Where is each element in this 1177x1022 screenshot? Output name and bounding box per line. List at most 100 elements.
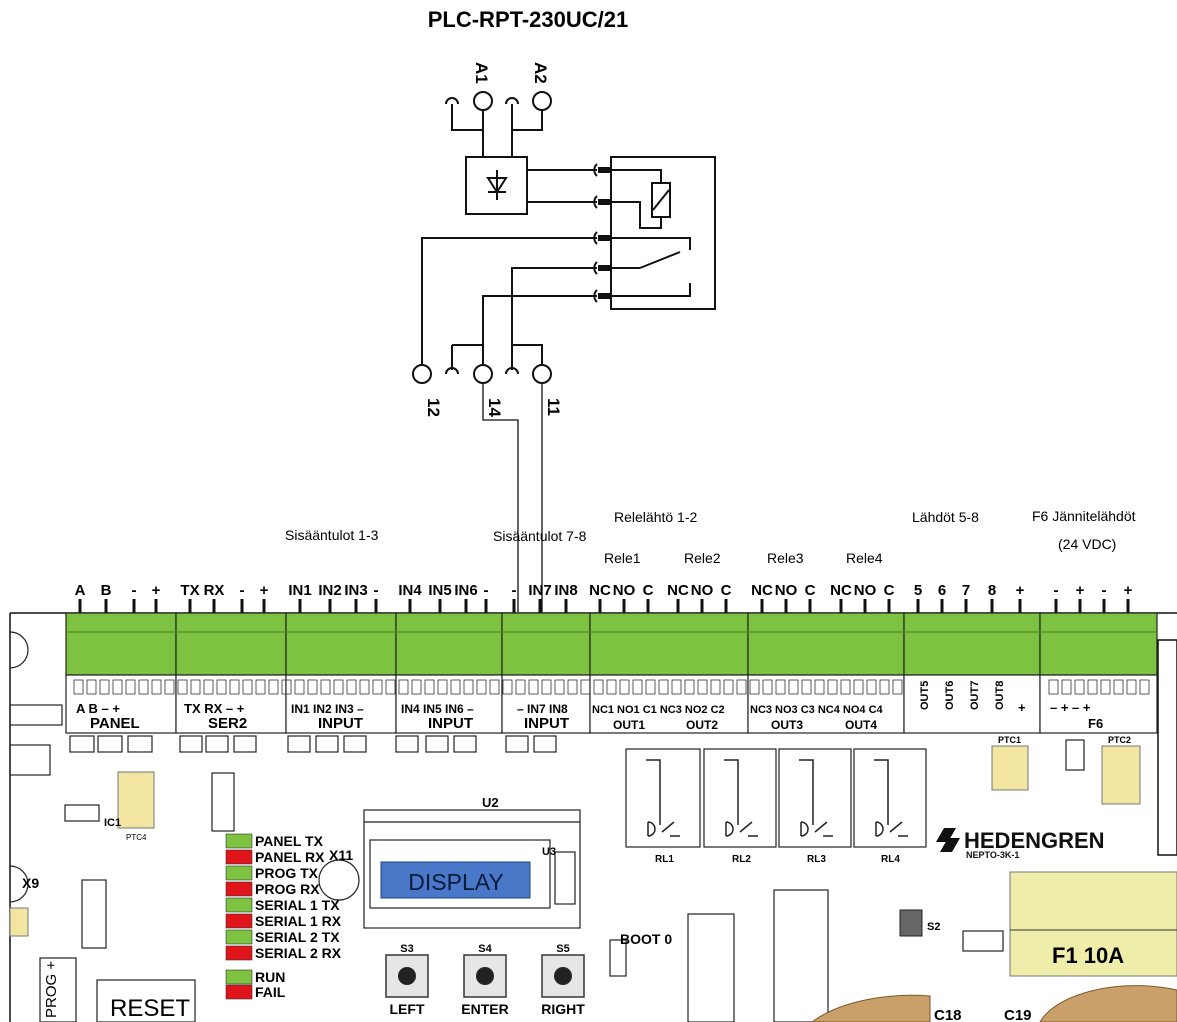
top-pin-label: -	[132, 582, 137, 599]
smd-component	[853, 679, 864, 695]
status-led-label: SERIAL 1 RX	[255, 913, 342, 929]
smd-component	[151, 679, 162, 695]
button-label: LEFT	[390, 1001, 425, 1017]
status-led-label: SERIAL 2 TX	[255, 929, 340, 945]
top-pin-label: -	[484, 582, 489, 599]
relay-symbol-coil	[725, 821, 734, 837]
top-pin-label: +	[1076, 582, 1085, 599]
smd-component	[736, 679, 747, 695]
top-pin-label: NO	[854, 582, 877, 599]
smd-component	[515, 679, 526, 695]
top-pin-label: +	[260, 582, 269, 599]
board-label-out12-pins: NC1 NO1 C1 NC3 NO2 C2	[592, 704, 725, 716]
smd-component	[632, 679, 643, 695]
label-rl2: RL2	[732, 854, 751, 865]
board-label-out4: OUT4	[845, 718, 877, 732]
smd-component	[1139, 679, 1150, 695]
ptc3	[9, 907, 29, 937]
smd-component	[411, 679, 422, 695]
top-pin-label: NC	[667, 582, 689, 599]
button-label: ENTER	[461, 1001, 508, 1017]
smd-component	[541, 679, 552, 695]
label-prog: PROG +	[43, 961, 60, 1018]
smd-component	[1126, 679, 1137, 695]
board-label-panel-pins: A B – +	[76, 701, 120, 716]
label-rl1: RL1	[655, 854, 674, 865]
brand-model: NEPTO-3K-1	[966, 850, 1019, 860]
smd-component	[1074, 679, 1085, 695]
smd-component	[619, 679, 630, 695]
top-pin-label: NC	[589, 582, 611, 599]
svg-text:+: +	[1018, 700, 1026, 715]
top-pin-label: -	[240, 582, 245, 599]
smd-component	[879, 679, 890, 695]
board-label-out3: OUT3	[771, 718, 803, 732]
status-led	[225, 881, 253, 897]
smd-component	[255, 679, 266, 695]
top-pin-label: IN7	[528, 582, 551, 599]
board-label-out8: OUT8	[994, 681, 1006, 710]
status-led	[225, 913, 253, 929]
ptc1	[991, 745, 1029, 791]
smd-component	[502, 679, 513, 695]
relay-symbol-coil	[800, 821, 809, 837]
lcd-display	[380, 861, 531, 899]
top-pin-label: IN2	[318, 582, 341, 599]
smd-component	[814, 679, 825, 695]
smd-component	[294, 679, 305, 695]
relay-symbol-coil	[647, 821, 656, 837]
board-label-f6: F6	[1088, 716, 1103, 731]
smd-component	[125, 679, 136, 695]
top-pin-label: +	[1016, 582, 1025, 599]
top-pin-label: 5	[914, 582, 922, 599]
top-pin-label: A	[75, 582, 86, 599]
top-pin-label: C	[884, 582, 895, 599]
board-label-ser2: SER2	[208, 715, 247, 732]
smd-component	[450, 679, 461, 695]
smd-component	[749, 679, 760, 695]
smd-component	[138, 679, 149, 695]
smd-component	[866, 679, 877, 695]
relay-symbols	[646, 759, 908, 837]
label-12: 12	[424, 398, 443, 417]
group-labels: Sisääntulot 1-3 Sisääntulot 7-8 Releläht…	[285, 508, 1136, 566]
relay-symbol-contact	[739, 821, 758, 837]
label-f6-supply: F6 Jännitelähdöt	[1032, 508, 1136, 524]
status-led	[225, 897, 253, 913]
smd-component	[1113, 679, 1124, 695]
smd-component	[684, 679, 695, 695]
top-pin-label: 6	[938, 582, 946, 599]
smd-component	[1048, 679, 1059, 695]
button-cap[interactable]	[476, 967, 494, 985]
relay-symbol-coil	[875, 821, 884, 837]
label-boot: BOOT 0	[620, 931, 672, 947]
board-label-panel: PANEL	[90, 715, 140, 732]
ptc2	[1101, 745, 1141, 805]
status-led-label: SERIAL 2 RX	[255, 945, 342, 961]
fuse-label: F1 10A	[1052, 943, 1124, 968]
top-pin-label: IN4	[398, 582, 422, 599]
board-label-ser2-pins: TX RX – +	[184, 701, 245, 716]
top-pin-label: -	[1054, 582, 1059, 599]
link-wires	[482, 383, 543, 612]
label-rele1: Rele1	[604, 550, 641, 566]
top-pin-label: -	[512, 582, 517, 599]
smd-component	[567, 679, 578, 695]
terminal-block-ser2	[175, 612, 287, 676]
label-rele2: Rele2	[684, 550, 721, 566]
board-label-out6: OUT6	[944, 681, 956, 710]
status-led	[225, 929, 253, 945]
smd-component	[177, 679, 188, 695]
capacitors	[811, 985, 1177, 1022]
button-cap[interactable]	[398, 967, 416, 985]
top-pin-label: RX	[204, 582, 225, 599]
label-u3: U3	[542, 846, 556, 858]
lower-board-outlines	[9, 631, 1085, 1022]
smd-component	[216, 679, 227, 695]
relay-symbol-contact	[661, 821, 680, 837]
button-cap[interactable]	[554, 967, 572, 985]
button-id: S5	[556, 943, 569, 955]
smd-component	[112, 679, 123, 695]
label-s2: S2	[927, 921, 940, 933]
board-label-f6-pins: – + – +	[1050, 700, 1091, 715]
